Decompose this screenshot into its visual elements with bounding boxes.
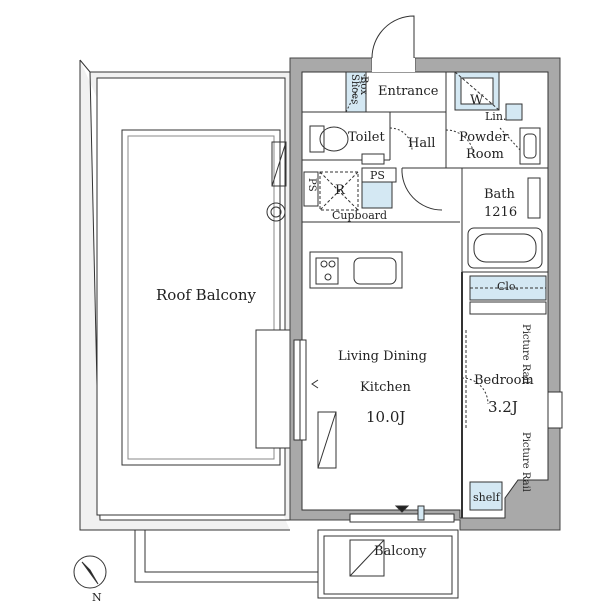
outdoor-fixture (266, 202, 286, 222)
label-cupboard: Cupboard (332, 209, 388, 222)
fridge (319, 171, 359, 211)
label-picture-rail-top: Picture Rail (520, 324, 531, 384)
stove (315, 257, 339, 285)
balcony-floor (317, 529, 459, 599)
label-bath-size: 1216 (484, 205, 518, 220)
label-picture-rail-bottom: Picture Rail (520, 432, 531, 492)
ldk-cabinet (317, 411, 337, 469)
outdoor-unit (271, 141, 287, 187)
closet-rail (469, 301, 547, 315)
bedroom-window (547, 391, 563, 429)
entrance-floor (372, 58, 415, 72)
label-powder-room-2: Room (466, 147, 504, 162)
label-roof-balcony: Roof Balcony (156, 286, 257, 304)
label-bath: Bath (484, 187, 515, 202)
ac-indicator (311, 379, 319, 389)
bathtub (467, 227, 543, 269)
label-shoes-box-1: Shoes (349, 74, 360, 105)
ac-indicator-2 (394, 505, 410, 513)
label-powder-room-1: Powder (459, 130, 509, 145)
cupboard (361, 181, 393, 209)
compass-ring (73, 555, 107, 589)
label-ldk-2: Kitchen (360, 380, 411, 395)
label-closet: Clo. (497, 280, 519, 293)
label-balcony: Balcony (374, 544, 427, 559)
label-bedroom: Bedroom (474, 373, 534, 388)
label-toilet: Toilet (348, 130, 385, 145)
label-ps-right: PS (370, 169, 385, 182)
roof-balcony-inner (121, 129, 281, 466)
label-ldk-1: Living Dining (338, 349, 427, 364)
hall-door-swing (401, 167, 446, 211)
ps-left (303, 171, 319, 207)
label-shoes-box-2: Box (358, 76, 369, 96)
label-hall: Hall (408, 136, 436, 151)
ldk-window-bottom (349, 513, 455, 523)
label-linen: Lin. (485, 110, 507, 123)
compass-needle (81, 561, 99, 585)
label-shelf: shelf (473, 491, 500, 504)
entrance-door-swing (371, 15, 415, 59)
toilet-fixture (309, 125, 325, 153)
label-ps-left: PS (306, 178, 317, 192)
linen-shelf (505, 103, 523, 121)
label-washer: W (470, 93, 484, 108)
shelf-box (469, 481, 503, 511)
compass-north-label: N (92, 591, 102, 604)
label-bedroom-size: 3.2J (488, 398, 518, 416)
label-ldk-size: 10.0J (366, 408, 406, 426)
sink (353, 257, 397, 285)
balcony-unit (349, 539, 385, 577)
label-refrigerator: R (335, 183, 345, 198)
washbasin (519, 127, 541, 165)
roof-window-frame (255, 329, 293, 449)
label-entrance: Entrance (378, 84, 439, 99)
